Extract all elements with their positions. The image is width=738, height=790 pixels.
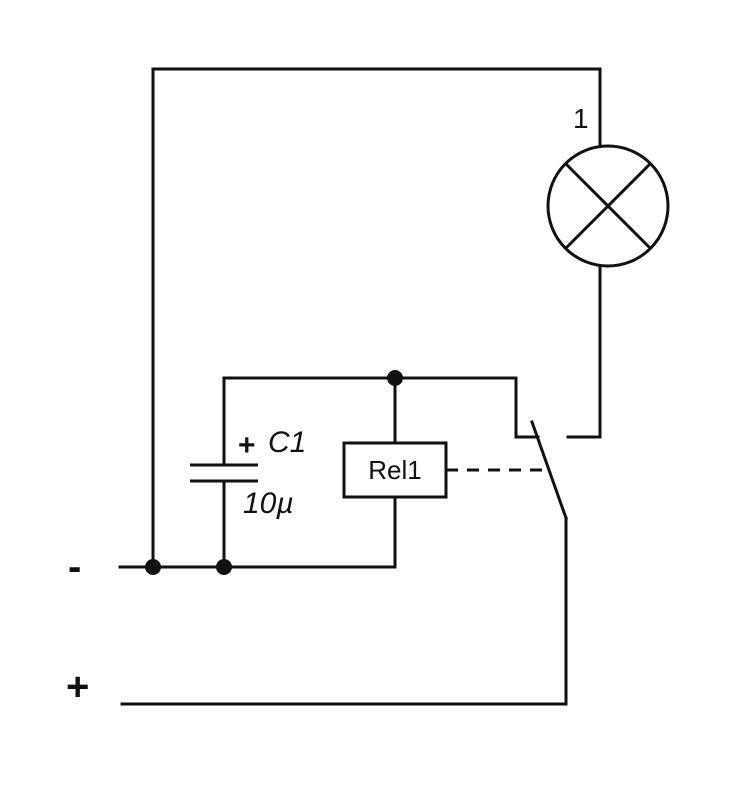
switch-blade	[530, 420, 568, 520]
wire-positive-rail	[120, 516, 568, 706]
capacitor-name: C1	[268, 426, 306, 459]
wire-top-rail	[222, 376, 540, 467]
lamp-cross-line-b	[564, 162, 652, 250]
capacitor-c1	[190, 463, 258, 569]
lamp-label: 1	[573, 103, 589, 134]
relay-coil: Rel1	[342, 441, 448, 499]
wire-lamp-to-switch	[566, 264, 602, 439]
wire-outer-loop	[151, 67, 602, 569]
capacitor-value: 10µ	[243, 487, 294, 520]
lamp	[546, 144, 670, 268]
junction-dot-top	[387, 370, 403, 386]
lamp-circle	[546, 144, 670, 268]
relay-label: Rel1	[368, 455, 421, 485]
terminal-negative-label: -	[68, 545, 81, 589]
junction-dot-capacitor	[216, 559, 232, 575]
capacitor-polarity: +	[238, 429, 256, 462]
terminal-positive-label: +	[66, 665, 89, 709]
junction-dot-left	[145, 559, 161, 575]
